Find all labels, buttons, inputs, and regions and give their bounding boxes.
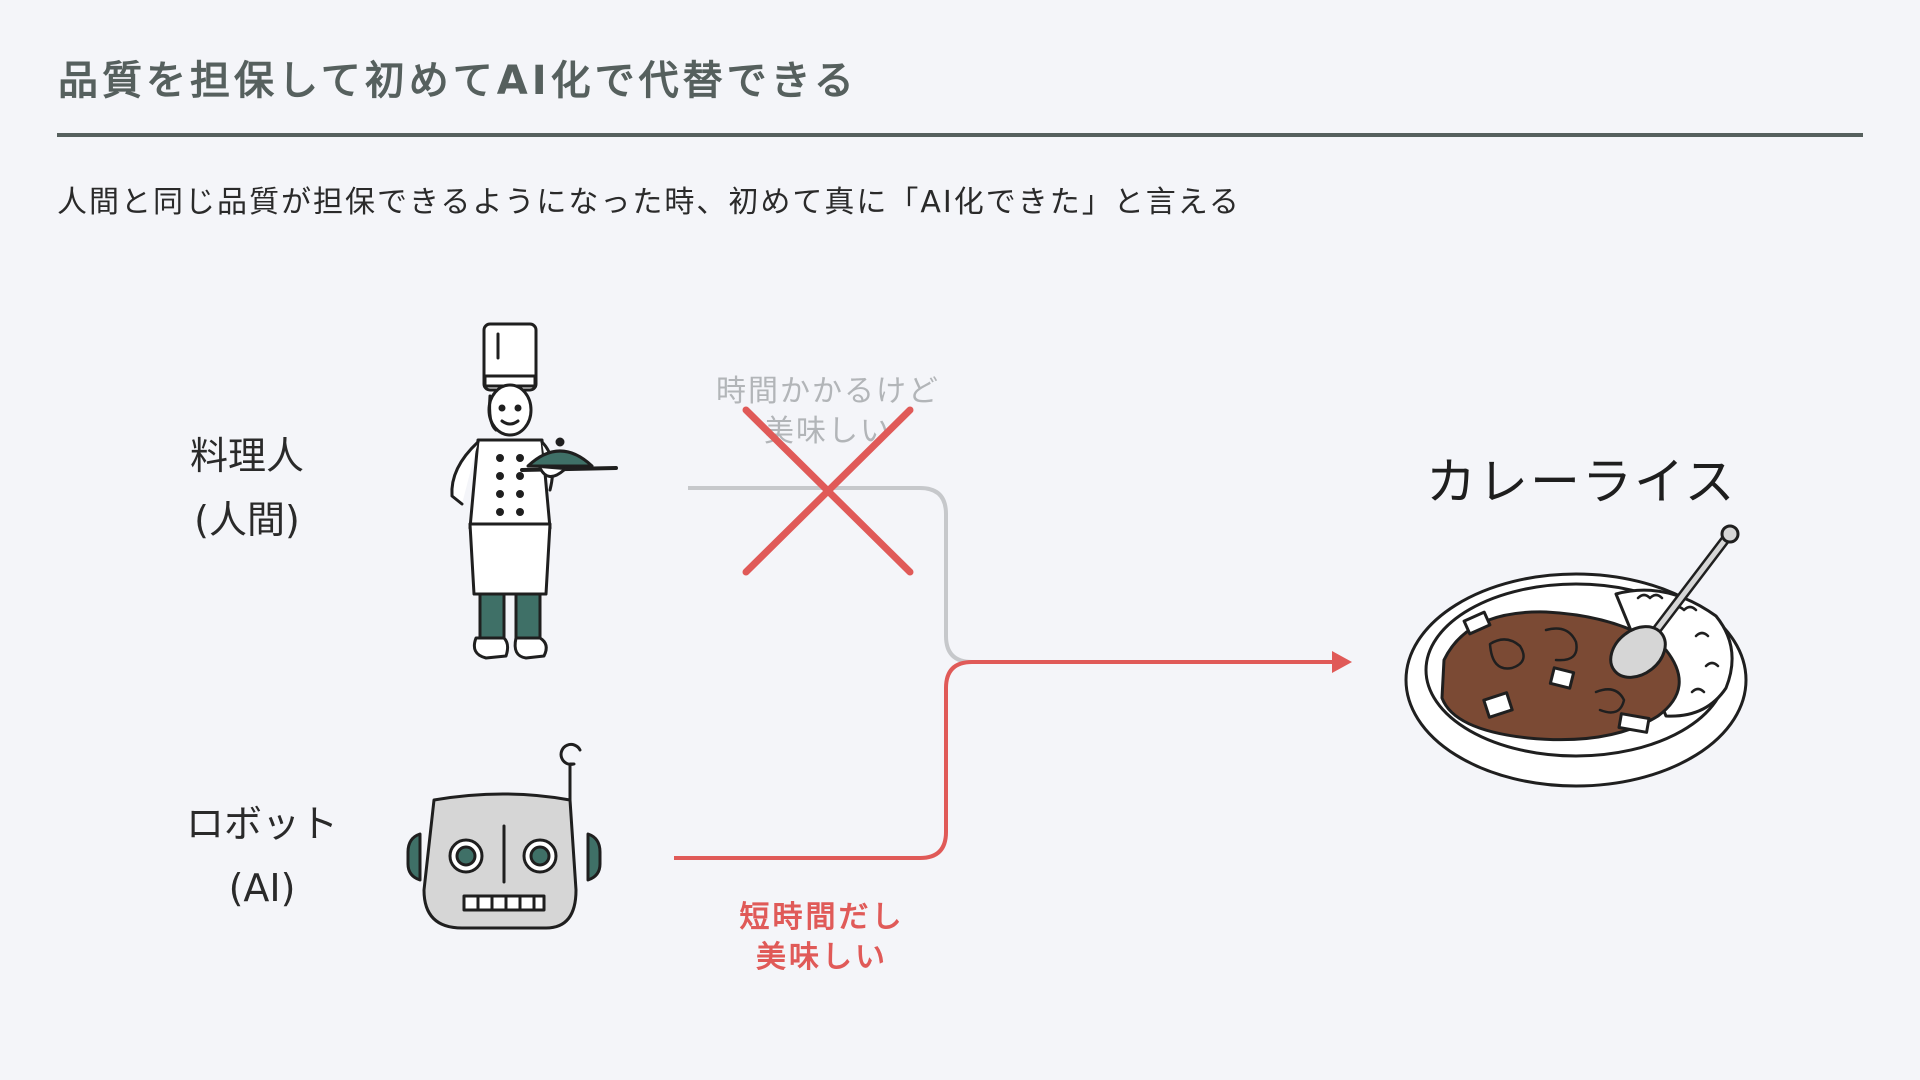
robot-note-line1: 短時間だし	[739, 900, 905, 935]
page-subtitle: 人間と同じ品質が担保できるようになった時、初めて真に「AI化できた」と言える	[57, 185, 1241, 220]
human-label: 料理人 (人間)	[190, 424, 304, 552]
human-note-line1: 時間かかるけど	[716, 374, 940, 409]
robot-label-line2: (AI)	[228, 866, 296, 910]
robot-note-line2: 美味しい	[756, 940, 888, 975]
human-label-line2: (人間)	[194, 498, 300, 542]
arrow-head-icon	[1332, 651, 1352, 673]
cross-mark-icon	[742, 406, 914, 576]
human-label-line1: 料理人	[190, 434, 305, 478]
chef-icon	[450, 322, 618, 660]
target-label: カレーライス	[1426, 453, 1737, 511]
human-note: 時間かかるけど 美味しい	[706, 372, 950, 452]
human-note-line2: 美味しい	[764, 414, 892, 449]
robot-icon	[406, 742, 602, 930]
title-divider	[57, 133, 1863, 137]
robot-path	[674, 660, 1336, 860]
robot-label-line1: ロボット	[186, 802, 339, 846]
page-title: 品質を担保して初めてAI化で代替できる	[58, 58, 858, 104]
human-path	[688, 486, 973, 664]
curry-rice-icon	[1404, 524, 1748, 788]
robot-note: 短時間だし 美味しい	[722, 898, 922, 978]
robot-label: ロボット (AI)	[186, 792, 338, 920]
